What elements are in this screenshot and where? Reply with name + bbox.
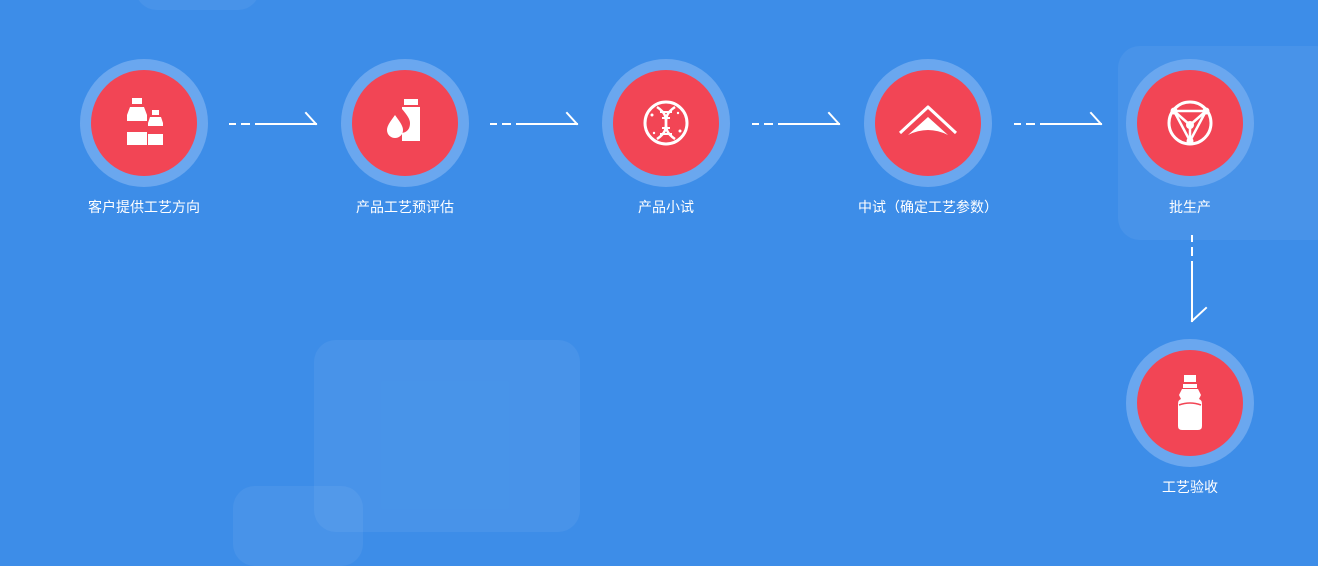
step-process-acceptance: 工艺验收 (1090, 339, 1290, 497)
step-icon-ring (1126, 339, 1254, 467)
step-icon-ring (864, 59, 992, 187)
bottle-icon (1178, 375, 1202, 430)
step-icon-circle (91, 70, 197, 176)
step-process-evaluation: 产品工艺预评估 (305, 59, 505, 217)
shield-wedge-icon (898, 105, 958, 135)
step-customer-direction: 客户提供工艺方向 (44, 59, 244, 217)
step-label: 批生产 (1169, 200, 1211, 216)
background-square-bottom (233, 486, 363, 566)
flow-arrow-down (1190, 235, 1208, 323)
dna-icon (643, 100, 689, 146)
step-label: 产品小试 (638, 200, 694, 216)
drop-bottle-icon (387, 99, 420, 141)
molecule-triangle-icon (1167, 100, 1213, 146)
step-icon-ring (80, 59, 208, 187)
step-icon-circle (1137, 70, 1243, 176)
step-batch-production: 批生产 (1090, 59, 1290, 217)
flow-arrow-2 (490, 111, 579, 126)
flow-arrow-1 (229, 111, 318, 126)
step-icon-circle (875, 70, 981, 176)
step-lab-trial: 产品小试 (566, 59, 766, 217)
step-label: 工艺验收 (1162, 480, 1218, 496)
background-square-center (314, 340, 580, 532)
background-square-top (135, 0, 260, 10)
step-label: 产品工艺预评估 (356, 200, 454, 216)
step-pilot-test: 中试（确定工艺参数） (828, 59, 1028, 217)
flow-arrow-3 (752, 111, 841, 126)
step-icon-circle (352, 70, 458, 176)
step-label: 客户提供工艺方向 (88, 200, 200, 216)
flow-arrow-4 (1014, 111, 1103, 126)
step-icon-circle (1137, 350, 1243, 456)
milk-bottles-icon (127, 98, 163, 145)
step-icon-ring (1126, 59, 1254, 187)
step-icon-ring (602, 59, 730, 187)
step-icon-ring (341, 59, 469, 187)
step-icon-circle (613, 70, 719, 176)
step-label: 中试（确定工艺参数） (858, 200, 998, 216)
